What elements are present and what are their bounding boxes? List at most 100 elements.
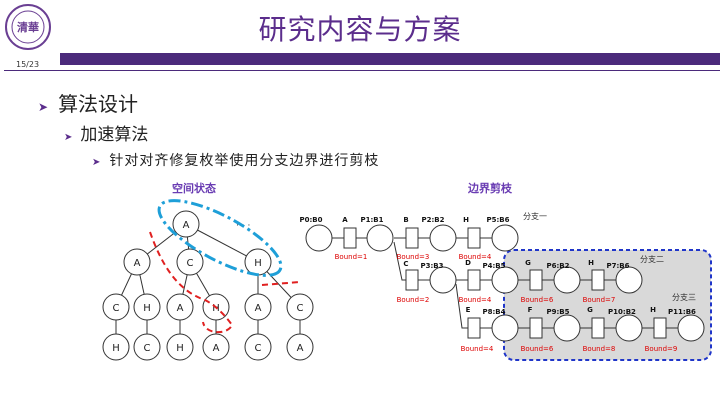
bound-label: Bound=8: [583, 345, 616, 353]
bound-label: Bound=7: [583, 296, 616, 304]
bound-label: Bound=1: [335, 253, 368, 261]
tree-node: [286, 333, 314, 361]
edge-box: [591, 317, 605, 339]
edge-label: C: [403, 260, 408, 268]
bound-label: Bound=4: [459, 253, 492, 261]
bound-label: Bound=6: [521, 296, 554, 304]
edge-label: H: [463, 216, 469, 224]
edge-box: [529, 317, 543, 339]
edge-label: A: [342, 216, 348, 224]
state-node: [553, 266, 581, 294]
tree-node: [244, 293, 272, 321]
right-caption: 边界剪枝: [468, 182, 512, 195]
bullet-level1: ➤ 算法设计: [38, 88, 138, 117]
bullet-level1-text: 算法设计: [58, 92, 139, 116]
bound-label: Bound=6: [521, 345, 554, 353]
divider-line: [4, 70, 720, 71]
state-node: [491, 224, 519, 252]
tree-node-label: A: [297, 343, 304, 354]
page-number: 15/23: [16, 60, 40, 69]
branch-label: 分支一: [523, 211, 547, 221]
edge-box: [405, 269, 419, 291]
tree-node-label: C: [113, 303, 120, 314]
node-label: P11:B6: [668, 308, 696, 316]
edge-box: [467, 269, 481, 291]
node-label: P6:B2: [546, 262, 569, 270]
tree-node-label: H: [254, 258, 262, 269]
edge-label: G: [525, 259, 531, 267]
edge-box: [529, 269, 543, 291]
bullet-level3-text: 针对对齐修复枚举使用分支边界进行剪枝: [109, 153, 380, 169]
tree-node: [123, 248, 151, 276]
tree-node-label: C: [297, 303, 304, 314]
tree-node: [133, 333, 161, 361]
title-bar: [60, 53, 720, 65]
edge-box: [653, 317, 667, 339]
node-label: P3:B3: [420, 262, 443, 270]
tree-node-label: A: [183, 220, 190, 231]
bound-label: Bound=4: [461, 345, 494, 353]
bullet-level3: ➤ 针对对齐修复枚举使用分支边界进行剪枝: [92, 150, 379, 170]
cyan-dashed-region: [157, 199, 283, 277]
tree-node: [286, 293, 314, 321]
state-node: [615, 314, 643, 342]
state-node: [429, 224, 457, 252]
state-node: [305, 224, 333, 252]
state-node: [491, 266, 519, 294]
edge-label: B: [403, 216, 408, 224]
bullet-arrow-icon: ➤: [64, 132, 73, 143]
state-node: [429, 266, 457, 294]
bullet-level2: ➤ 加速算法: [64, 120, 148, 145]
state-node: [553, 314, 581, 342]
tree-node-label: H: [176, 343, 184, 354]
tree-node-label: A: [213, 343, 220, 354]
tree-node: [202, 333, 230, 361]
node-label: P10:B2: [608, 308, 636, 316]
left-caption: 空间状态: [172, 182, 216, 195]
node-label: P0:B0: [299, 216, 322, 224]
tree-node: [102, 333, 130, 361]
edge-box: [591, 269, 605, 291]
bullet-arrow-icon: ➤: [92, 157, 102, 168]
tree-node: [133, 293, 161, 321]
tree-node-label: A: [177, 303, 184, 314]
edge-label: F: [528, 306, 533, 314]
node-label: P7:B6: [606, 262, 629, 270]
edge-label: H: [588, 259, 594, 267]
edge-box: [467, 317, 481, 339]
edge-label: E: [466, 306, 471, 314]
tree-node-label: C: [144, 343, 151, 354]
tree-node: [166, 333, 194, 361]
tree-node: [166, 293, 194, 321]
node-label: P4:B5: [482, 262, 505, 270]
node-label: P2:B2: [421, 216, 444, 224]
red-dashed-region: [149, 231, 234, 334]
tree-node-label: A: [255, 303, 262, 314]
state-node: [366, 224, 394, 252]
slide-title: 研究内容与方案: [258, 13, 462, 46]
tree-node-label: H: [143, 303, 151, 314]
edge-box: [343, 227, 357, 249]
tree-node: [102, 293, 130, 321]
university-logo: 清華: [5, 4, 51, 50]
bullet-level2-text: 加速算法: [80, 125, 149, 145]
edge-label: G: [587, 306, 593, 314]
node-label: P9:B5: [546, 308, 569, 316]
red-dashed-region: [261, 281, 301, 286]
node-label: P1:B1: [360, 216, 383, 224]
edge-label: D: [465, 259, 471, 267]
node-label: P5:B6: [486, 216, 509, 224]
tree-node-label: H: [112, 343, 120, 354]
bullet-arrow-icon: ➤: [38, 100, 49, 114]
edge-box: [467, 227, 481, 249]
state-node: [677, 314, 705, 342]
branch-label: 分支二: [640, 254, 664, 264]
tree-node-label: C: [255, 343, 262, 354]
bound-label: Bound=3: [397, 253, 430, 261]
bound-label: Bound=2: [397, 296, 430, 304]
logo-text: 清華: [17, 20, 39, 34]
bound-label: Bound=4: [459, 296, 492, 304]
